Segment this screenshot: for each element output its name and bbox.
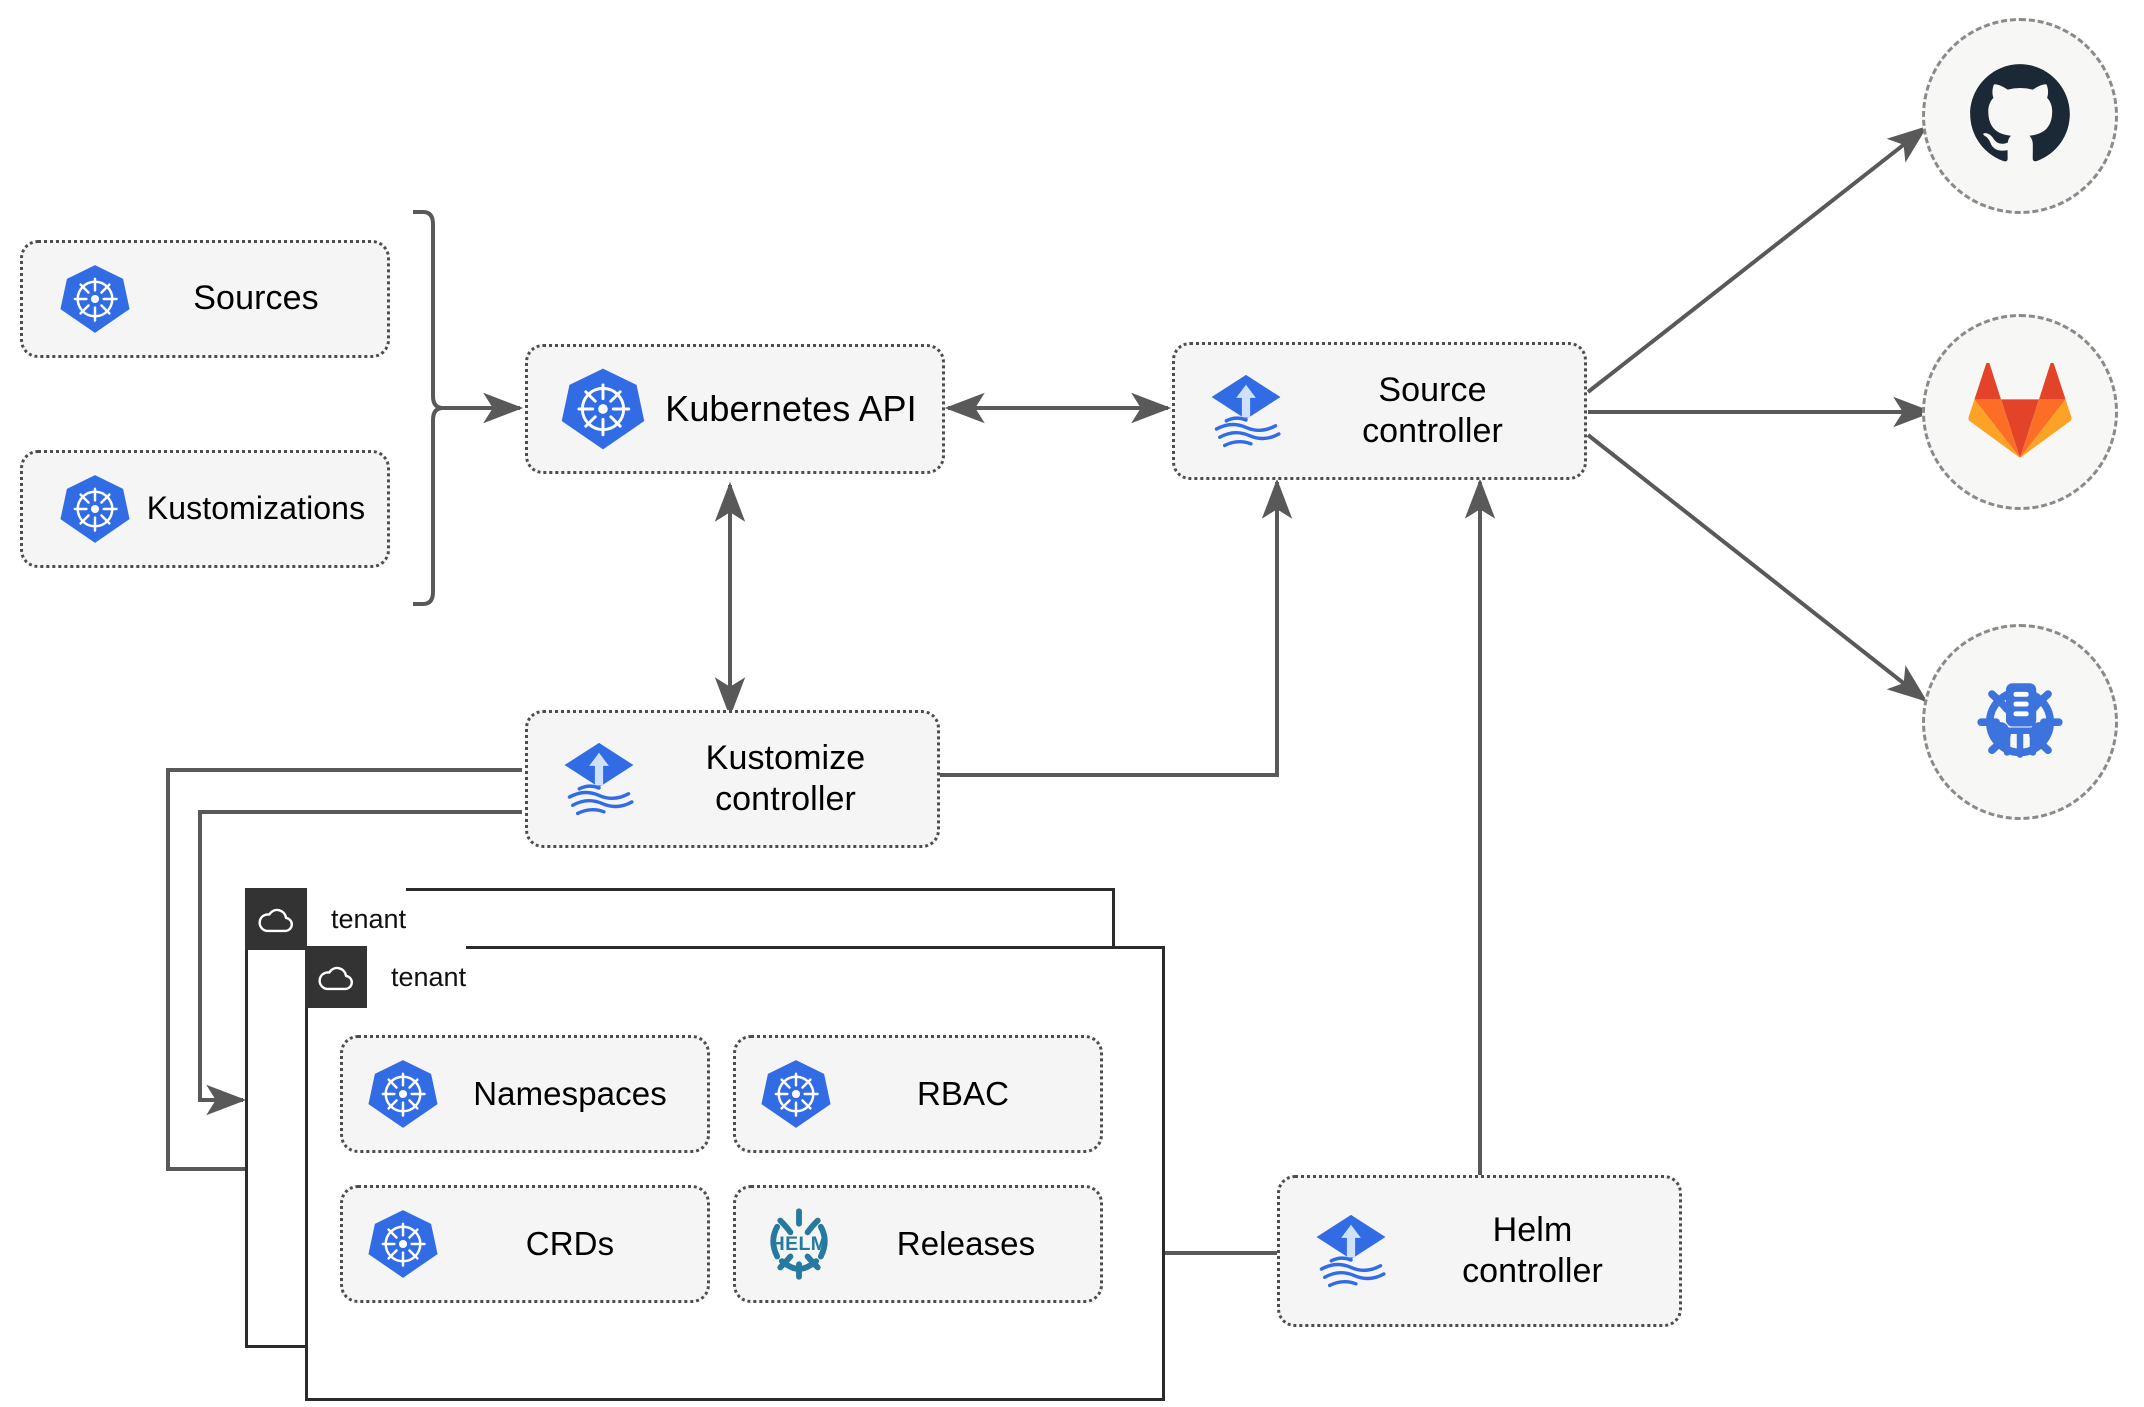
tenant-resource-rbac-label: RBAC [916, 1074, 1010, 1112]
kubernetes-icon [560, 366, 646, 452]
node-source-controller[interactable]: Source controller [1172, 342, 1587, 480]
tenant-resource-crds-label: CRDs [525, 1224, 615, 1262]
tenant-resource-rbac[interactable]: RBAC [733, 1035, 1103, 1153]
tenant-resource-releases-label: Releases [896, 1224, 1036, 1262]
tenant-container-front[interactable]: tenant [305, 946, 1165, 1401]
resource-card-kustomizations-label: Kustomizations [146, 490, 366, 527]
endpoint-helm-repository[interactable] [1922, 624, 2118, 820]
edge-source-helmrepo [1586, 433, 1928, 702]
tenant-resource-crds[interactable]: CRDs [340, 1185, 710, 1303]
node-helm-controller[interactable]: Helm controller [1277, 1175, 1682, 1327]
node-helm-controller-label: Helm controller [1462, 1210, 1603, 1290]
svg-text:HELM: HELM [771, 1233, 828, 1255]
node-kubernetes-api[interactable]: Kubernetes API [525, 344, 945, 474]
resource-card-sources-label: Sources [193, 279, 319, 318]
resource-card-sources[interactable]: Sources [20, 240, 390, 358]
flux-icon [1205, 370, 1287, 452]
kubernetes-icon [59, 263, 131, 335]
tenant-front-titlebar: tenant [305, 946, 467, 1008]
kubernetes-icon [367, 1058, 439, 1130]
tenant-resource-namespaces-label: Namespaces [473, 1074, 667, 1112]
tenant-front-label: tenant [391, 961, 467, 992]
kubernetes-icon [59, 473, 131, 545]
helm-repository-icon [1966, 666, 2074, 779]
node-kubernetes-api-label: Kubernetes API [665, 388, 917, 430]
cloud-icon [245, 888, 307, 950]
edge-source-github [1586, 126, 1928, 394]
endpoint-github[interactable] [1922, 18, 2118, 214]
gitlab-icon [1968, 361, 2072, 464]
tenant-resource-releases[interactable]: HELM Releases [733, 1185, 1103, 1303]
cloud-icon [305, 946, 367, 1008]
kubernetes-icon [760, 1058, 832, 1130]
helm-icon: HELM [760, 1205, 838, 1283]
flux-icon [558, 738, 640, 820]
resource-card-kustomizations[interactable]: Kustomizations [20, 450, 390, 568]
brace-sources-group [413, 210, 444, 606]
node-kustomize-controller-label: Kustomize controller [705, 738, 866, 818]
kubernetes-icon [367, 1208, 439, 1280]
node-source-controller-label: Source controller [1362, 370, 1503, 450]
flux-icon [1310, 1210, 1392, 1292]
edge-kustomize-source [940, 478, 1293, 777]
endpoint-gitlab[interactable] [1922, 314, 2118, 510]
node-kustomize-controller[interactable]: Kustomize controller [525, 710, 940, 848]
tenant-back-label: tenant [331, 903, 407, 934]
tenant-resource-namespaces[interactable]: Namespaces [340, 1035, 710, 1153]
tenant-back-titlebar: tenant [245, 888, 407, 950]
github-icon [1968, 62, 2072, 171]
